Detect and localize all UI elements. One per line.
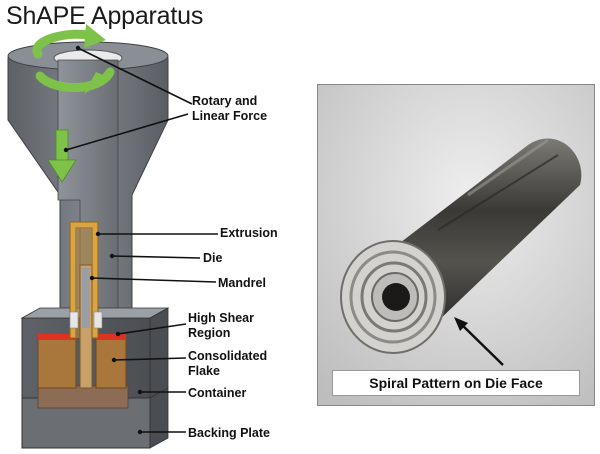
rotation-arrow-icon — [32, 24, 115, 94]
backing-plate — [21, 385, 169, 449]
photo-caption: Spiral Pattern on Die Face — [332, 370, 580, 396]
linear-force-arrow-icon — [47, 129, 77, 183]
label-die: Die — [203, 251, 223, 265]
extrusion-photo — [317, 84, 595, 406]
high-shear-region — [38, 334, 126, 340]
label-backing-plate: Backing Plate — [188, 426, 270, 440]
label-extrusion: Extrusion — [220, 226, 278, 240]
leader-dots — [63, 45, 143, 435]
extrusion-photo-image — [318, 85, 594, 405]
page-title: ShAPE Apparatus — [6, 2, 204, 30]
leader-lines — [65, 47, 218, 433]
consolidated-flake — [37, 337, 127, 389]
label-mandrel: Mandrel — [218, 276, 266, 290]
label-container: Container — [188, 386, 247, 400]
